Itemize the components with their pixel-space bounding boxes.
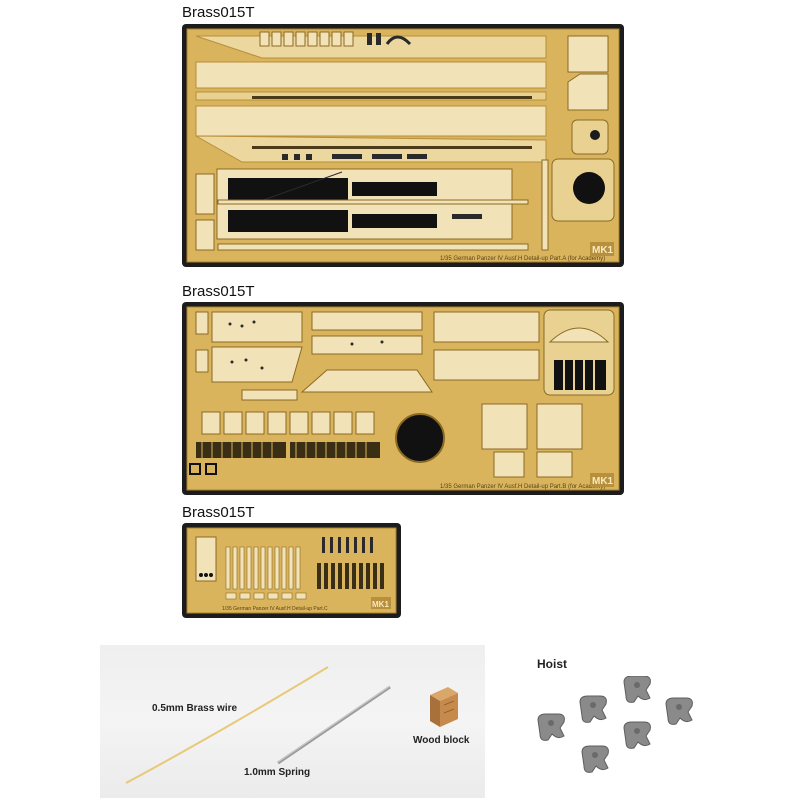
sheet-c-caption: 1/35 German Panzer IV Ausf.H Detail-up P…	[222, 606, 328, 612]
hoist-2	[579, 695, 607, 723]
hoist-5	[623, 721, 651, 749]
brass-wire-label: 0.5mm Brass wire	[152, 703, 238, 714]
wood-block	[430, 687, 458, 727]
brass-sheet-a: 1/35 German Panzer IV Ausf.H Detail-up P…	[182, 24, 624, 267]
sheet-a-artwork: 1/35 German Panzer IV Ausf.H Detail-up P…	[186, 28, 620, 263]
hoist-4	[665, 697, 693, 725]
sheet-b-title: Brass015T	[182, 283, 255, 300]
brass-sheet-c: 1/35 German Panzer IV Ausf.H Detail-up P…	[182, 523, 401, 618]
hoist-parts	[537, 676, 693, 773]
sheet-a-caption: 1/35 German Panzer IV Ausf.H Detail-up P…	[440, 256, 605, 262]
sheet-c-logo: MK1	[372, 600, 389, 609]
sheet-b-logo: MK1	[592, 476, 614, 487]
sheet-c-artwork: 1/35 German Panzer IV Ausf.H Detail-up P…	[186, 527, 397, 614]
sheet-a-title: Brass015T	[182, 4, 255, 21]
brass-sheet-b: 1/35 German Panzer IV Ausf.H Detail-up P…	[182, 302, 624, 495]
accessories-artwork	[125, 666, 458, 784]
spring-label: 1.0mm Spring	[244, 767, 311, 778]
hoist-3	[623, 676, 651, 703]
hoist-6	[581, 745, 609, 773]
sheet-c-title: Brass015T	[182, 504, 255, 521]
hoist-1	[537, 713, 565, 741]
sheet-b-caption: 1/35 German Panzer IV Ausf.H Detail-up P…	[440, 484, 605, 490]
accessories-photo: 0.5mm Brass wire 1.0mm Spring Wood block	[100, 645, 485, 798]
sheet-b-artwork: 1/35 German Panzer IV Ausf.H Detail-up P…	[186, 306, 620, 491]
brass-wire	[125, 666, 329, 784]
hoist-label: Hoist	[537, 657, 567, 671]
spring	[277, 685, 391, 765]
wood-block-label: Wood block	[413, 735, 470, 746]
sheet-a-logo: MK1	[592, 245, 614, 256]
